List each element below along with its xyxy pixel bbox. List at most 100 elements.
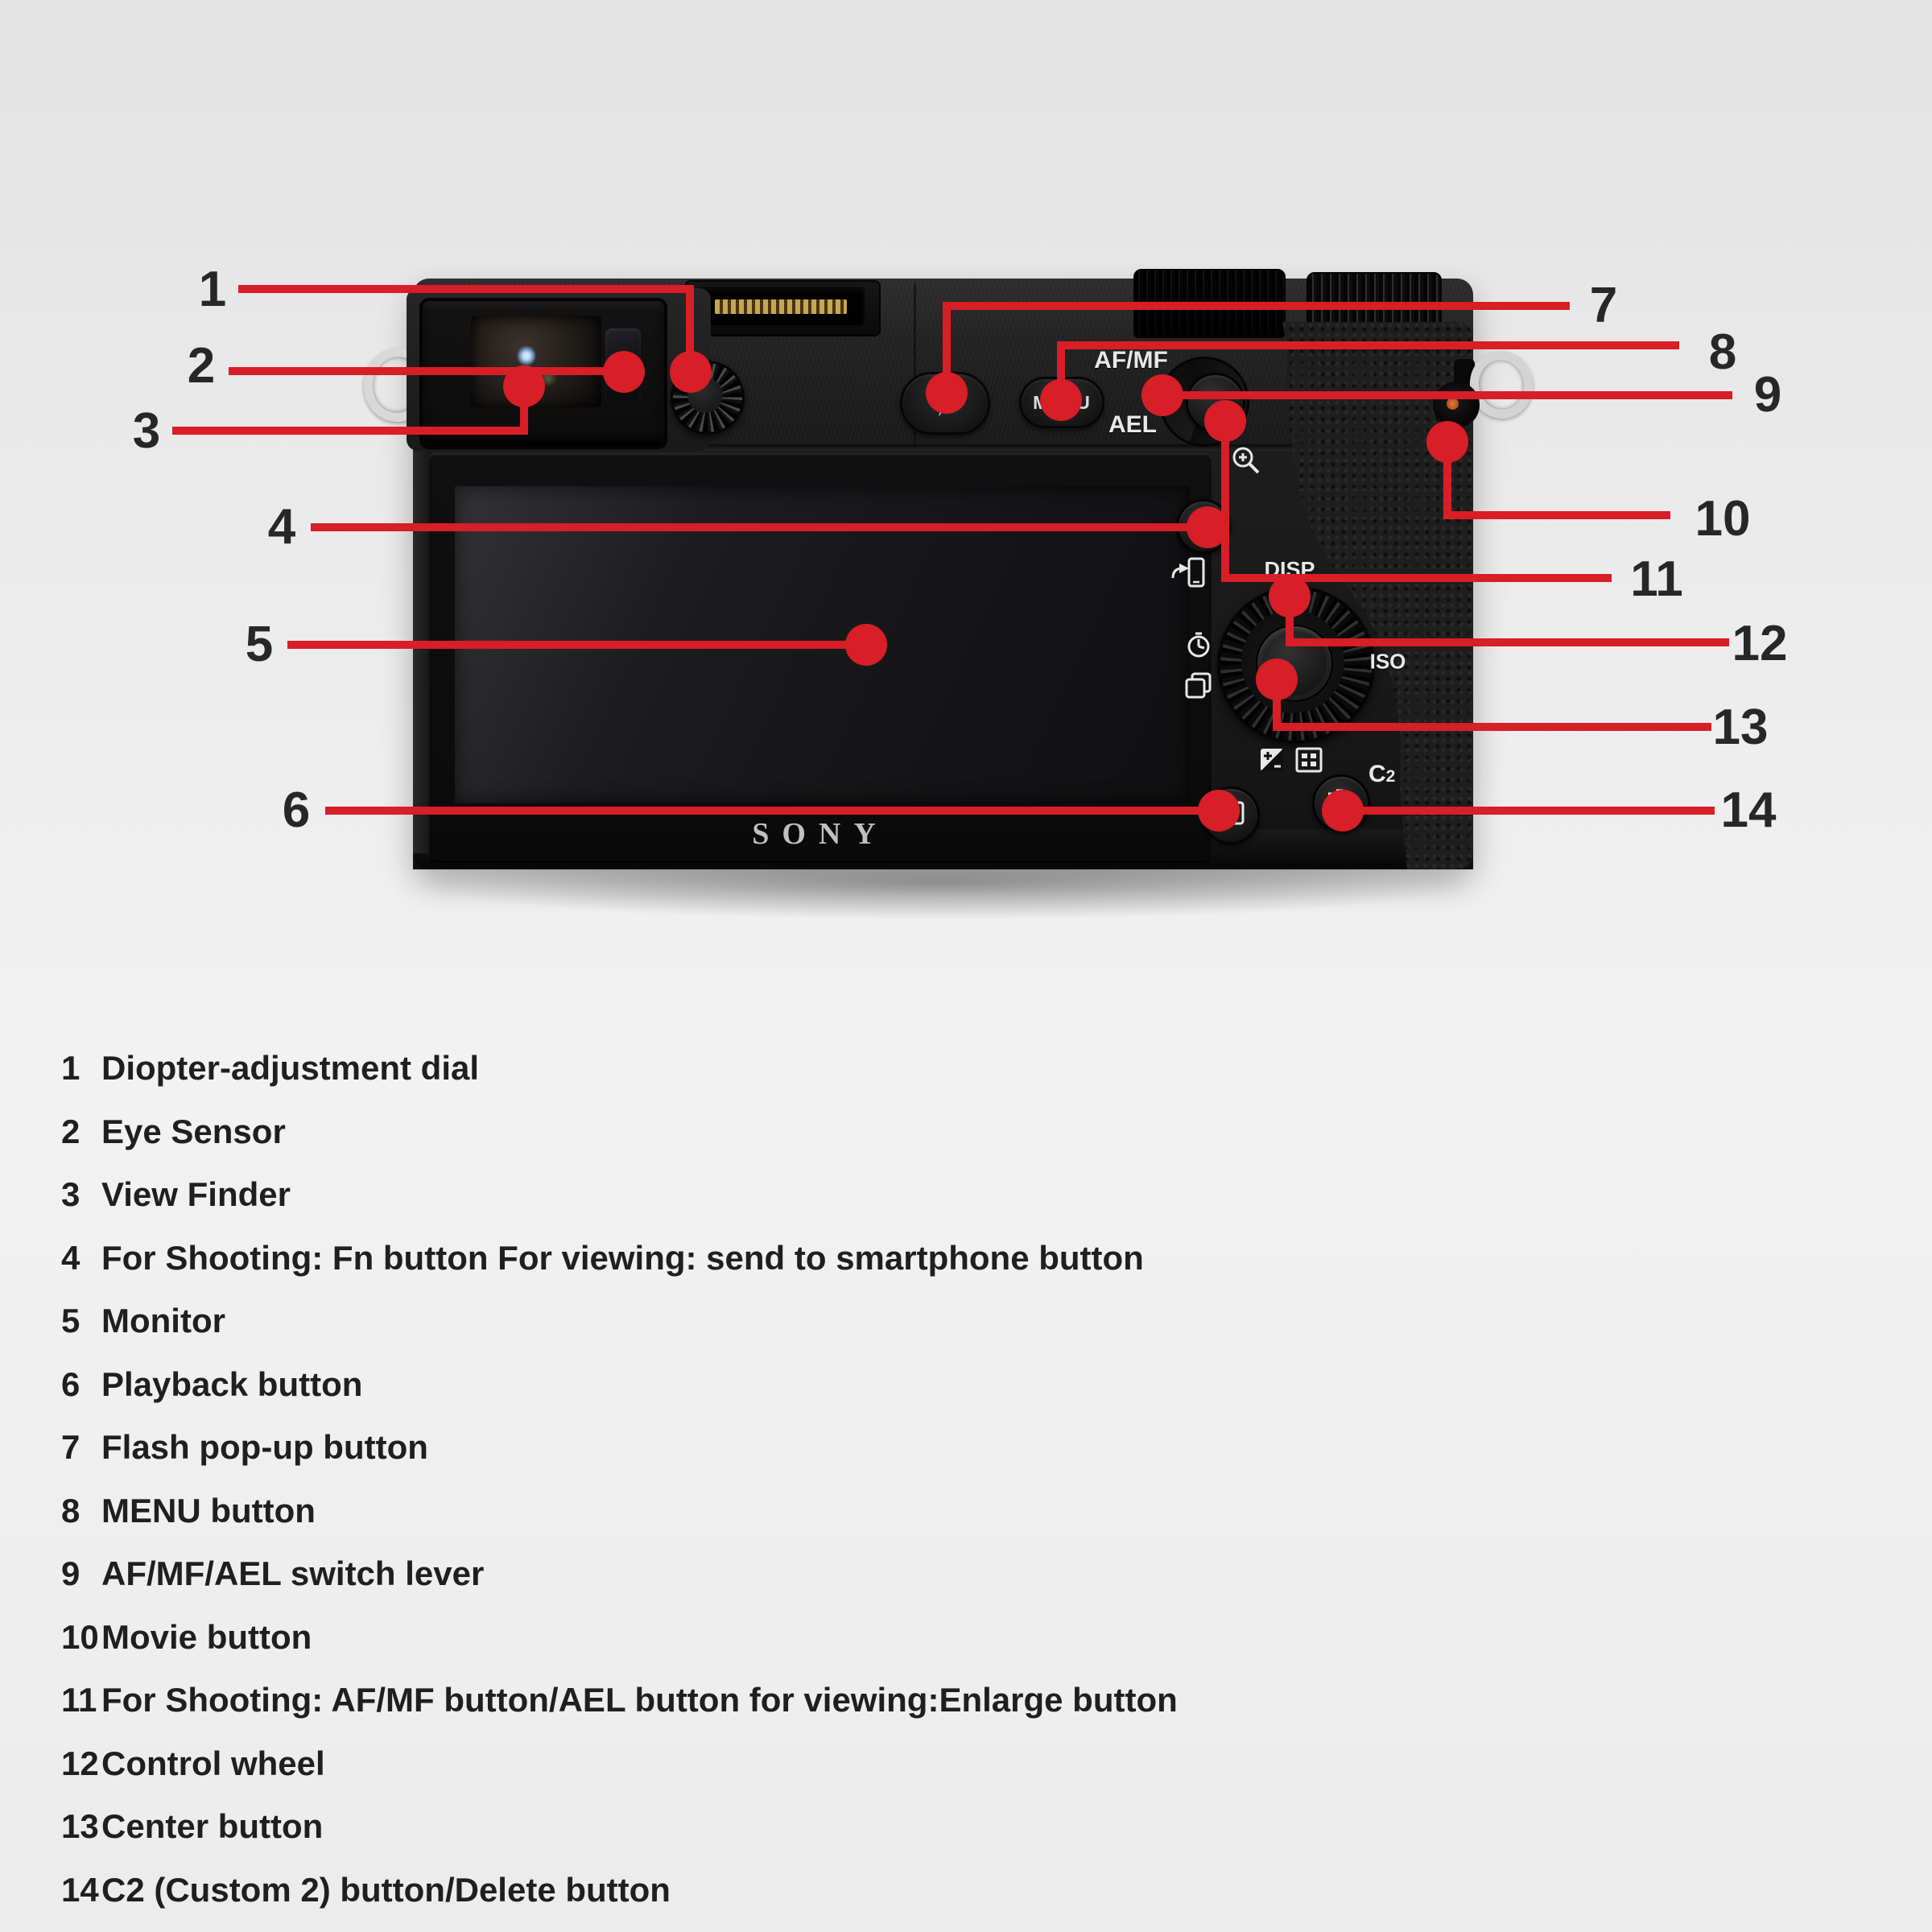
viewfinder-glow xyxy=(518,346,535,365)
legend-row-2: 2 Eye Sensor xyxy=(61,1100,1864,1164)
legend-row-5: 5 Monitor xyxy=(61,1290,1864,1353)
callout-number-1: 1 xyxy=(198,262,227,317)
callout-line-13 xyxy=(1273,723,1711,731)
movie-record-dot xyxy=(1447,398,1459,410)
legend-number: 2 xyxy=(61,1112,80,1150)
callout-dot-8 xyxy=(1040,379,1082,421)
legend-number: 7 xyxy=(61,1428,80,1467)
left-side-edge xyxy=(413,451,431,853)
callout-line-14 xyxy=(1339,807,1715,815)
c2-label: C2 xyxy=(1368,761,1395,788)
sony-logo: SONY xyxy=(752,817,889,851)
callout-dot-12 xyxy=(1269,576,1311,617)
callout-dot-3 xyxy=(503,365,545,407)
callout-dot-9 xyxy=(1141,374,1183,416)
callout-number-12: 12 xyxy=(1732,616,1788,671)
legend-number: 11 xyxy=(61,1681,97,1719)
callout-line-3b xyxy=(520,385,528,430)
callout-dot-6 xyxy=(1198,790,1240,832)
legend-number: 6 xyxy=(61,1364,80,1403)
legend-label: Monitor xyxy=(101,1302,225,1340)
legend-number: 9 xyxy=(61,1554,80,1593)
callout-line-8b xyxy=(1057,343,1065,399)
legend-label: For Shooting: AF/MF button/AEL button fo… xyxy=(101,1681,1178,1719)
legend-row-6: 6 Playback button xyxy=(61,1353,1864,1417)
callout-line-8 xyxy=(1057,341,1679,349)
legend-label: AF/MF/AEL switch lever xyxy=(101,1554,485,1593)
callout-line-4 xyxy=(311,523,1214,531)
callout-line-11b xyxy=(1221,421,1229,582)
callout-line-6 xyxy=(325,807,1219,815)
iso-label: ISO xyxy=(1369,649,1406,674)
callout-line-1b xyxy=(686,285,694,365)
callout-number-5: 5 xyxy=(245,617,274,672)
legend-row-7: 7 Flash pop-up button xyxy=(61,1416,1864,1480)
callout-dot-14 xyxy=(1322,790,1364,832)
callout-line-5 xyxy=(287,641,866,649)
callout-line-1 xyxy=(238,285,694,293)
legend-label: Eye Sensor xyxy=(101,1112,286,1150)
top-plate-seam xyxy=(914,283,916,448)
callout-number-2: 2 xyxy=(187,338,216,394)
callout-line-2 xyxy=(229,367,624,375)
callout-number-14: 14 xyxy=(1720,782,1777,838)
callout-number-3: 3 xyxy=(132,403,161,459)
callout-number-6: 6 xyxy=(282,782,311,838)
af-mf-label: AF/MF xyxy=(1094,347,1168,374)
self-timer-icon xyxy=(1187,632,1210,658)
legend-number: 10 xyxy=(61,1617,99,1656)
callout-number-4: 4 xyxy=(267,499,296,555)
legend-number: 4 xyxy=(61,1238,80,1277)
top-plate-edge xyxy=(413,444,1473,451)
callout-number-13: 13 xyxy=(1712,700,1769,755)
callout-line-3 xyxy=(172,427,528,435)
legend-label: C2 (Custom 2) button/Delete button xyxy=(101,1870,671,1909)
callout-number-11: 11 xyxy=(1630,551,1683,607)
legend-label: For Shooting: Fn button For viewing: sen… xyxy=(101,1238,1144,1277)
image-index-icon xyxy=(1295,747,1323,773)
callout-number-7: 7 xyxy=(1589,278,1618,333)
legend-number: 1 xyxy=(61,1049,80,1088)
legend-row-4: 4 For Shooting: Fn button For viewing: se… xyxy=(61,1227,1864,1290)
legend-label: Center button xyxy=(101,1807,324,1846)
callout-number-8: 8 xyxy=(1708,324,1737,380)
callout-line-7b xyxy=(943,304,951,391)
callout-dot-1 xyxy=(670,351,712,393)
legend-number: 5 xyxy=(61,1302,80,1340)
callout-dot-7 xyxy=(926,372,968,414)
enlarge-icon xyxy=(1232,447,1260,474)
legend-number: 13 xyxy=(61,1807,99,1846)
callout-number-9: 9 xyxy=(1753,367,1782,423)
callout-dot-11 xyxy=(1204,400,1246,442)
send-to-smartphone-icon xyxy=(1171,557,1205,588)
legend-row-9: 9 AF/MF/AEL switch lever xyxy=(61,1542,1864,1606)
legend-label: Movie button xyxy=(101,1617,312,1656)
legend-row-1: 1 Diopter-adjustment dial xyxy=(61,1037,1864,1100)
legend-label: View Finder xyxy=(101,1175,291,1214)
c2-label-sub: 2 xyxy=(1385,767,1396,786)
hot-shoe-contacts xyxy=(715,299,847,314)
callout-line-9 xyxy=(1162,391,1732,399)
legend-label: Flash pop-up button xyxy=(101,1428,428,1467)
callout-line-13b xyxy=(1273,679,1281,731)
callout-line-11 xyxy=(1221,574,1612,582)
callout-line-7 xyxy=(943,302,1570,310)
ael-label: AEL xyxy=(1108,411,1157,438)
legend-number: 8 xyxy=(61,1491,80,1530)
legend-label: Diopter-adjustment dial xyxy=(101,1049,480,1088)
c2-label-main: C xyxy=(1368,761,1386,787)
continuous-shooting-icon xyxy=(1185,672,1212,699)
callout-number-10: 10 xyxy=(1695,491,1751,547)
legend-label: Playback button xyxy=(101,1364,363,1403)
callout-dot-5 xyxy=(845,624,887,666)
callout-dot-10 xyxy=(1426,421,1468,463)
